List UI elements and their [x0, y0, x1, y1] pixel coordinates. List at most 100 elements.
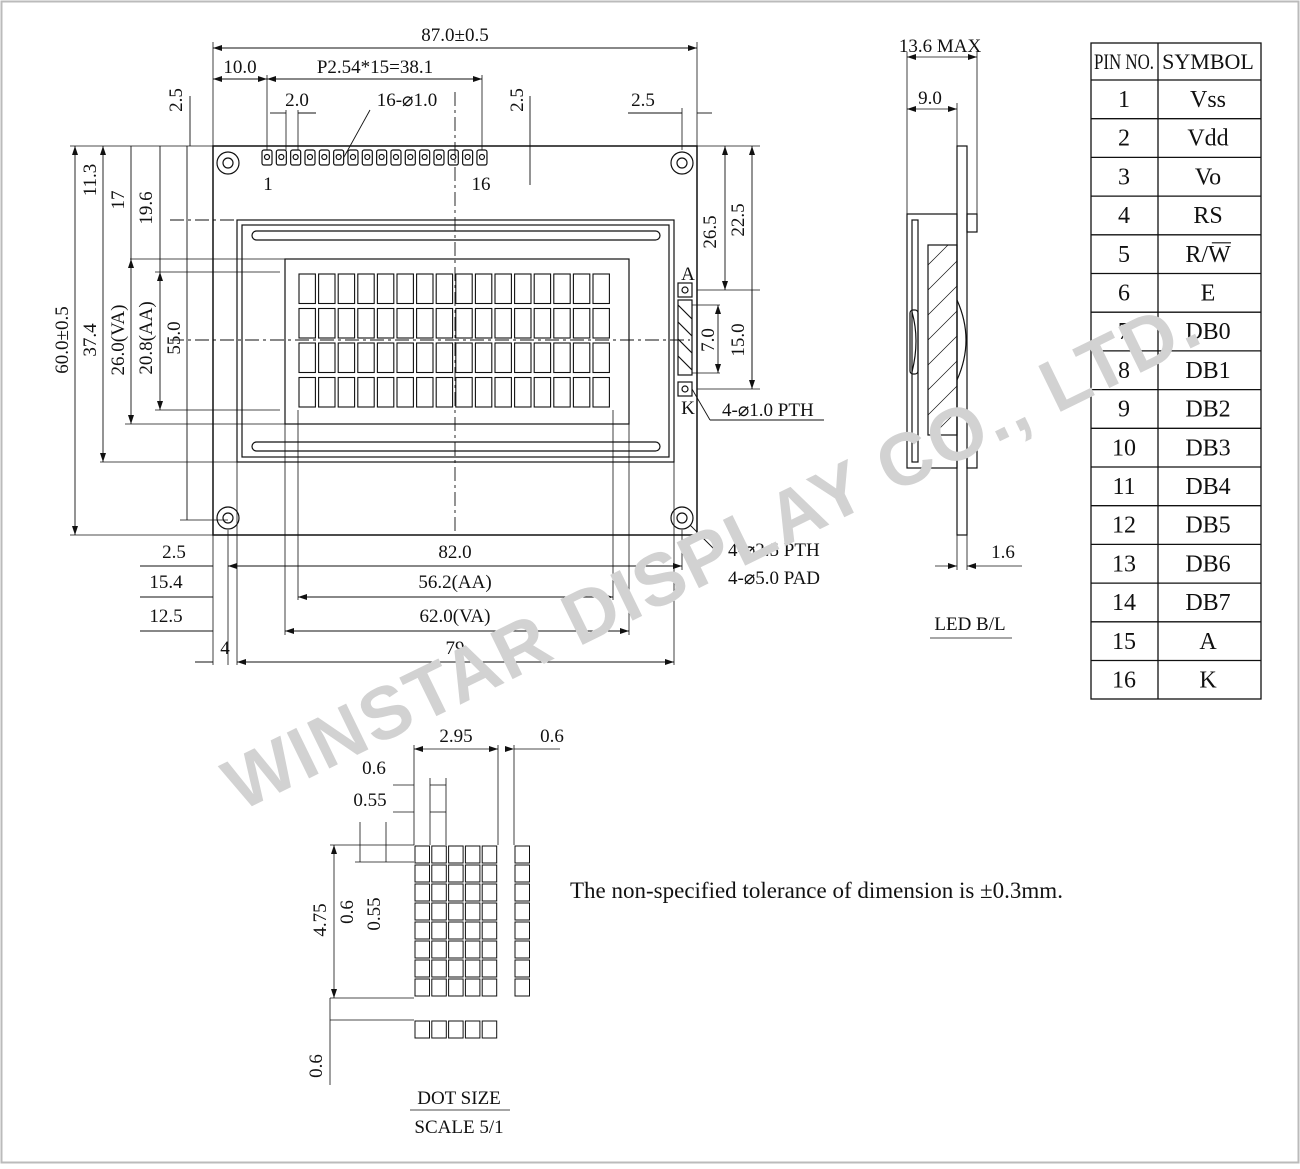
pin-symbol: DB6 [1185, 551, 1230, 577]
cursor-gap-label: 0.6 [306, 1054, 327, 1078]
overall-height-label: 60.0±0.5 [52, 306, 73, 373]
dot [514, 902, 530, 921]
character-cell [514, 376, 532, 408]
pin-number: 12 [1112, 513, 1136, 539]
front-view [70, 42, 824, 665]
pin-hole [278, 153, 285, 161]
dot-pitch-x-label: 0.6 [362, 758, 386, 779]
dot [431, 883, 447, 902]
pin-number: 13 [1112, 551, 1136, 577]
pin-hole [292, 153, 299, 161]
dot [514, 940, 530, 959]
pin-header [261, 149, 488, 166]
dot [414, 845, 430, 864]
dot [514, 959, 530, 978]
character-cell [396, 376, 414, 408]
dot [514, 883, 530, 902]
pcb-thickness-label: 1.6 [991, 542, 1015, 563]
dot [448, 864, 464, 883]
character-grid [298, 273, 610, 408]
dot [414, 921, 430, 940]
pin-number: 5 [1118, 242, 1130, 268]
pin-symbol: DB1 [1185, 358, 1230, 384]
character-cell [396, 273, 414, 305]
viewing-area [284, 258, 630, 425]
dot-size-title: DOT SIZE [417, 1088, 501, 1109]
character-cell [337, 376, 356, 408]
character-cell [416, 376, 434, 408]
pin-pad [390, 149, 402, 166]
side-lens [911, 311, 917, 373]
pin-number: 16 [1112, 668, 1136, 694]
pin-symbol: E [1201, 281, 1216, 307]
character-cell [435, 342, 454, 374]
pin-hole [306, 153, 314, 161]
pin-number: 7 [1118, 319, 1130, 345]
character-cell [592, 342, 610, 374]
pin-symbol: DB3 [1185, 435, 1230, 461]
dot [464, 959, 481, 978]
dot-pitch-y-label: 0.6 [337, 900, 358, 924]
led-k-label: K [681, 398, 695, 419]
character-cell [357, 342, 375, 374]
side-hatch [927, 244, 958, 436]
bezel-inner-outline [241, 224, 670, 458]
char-height-label: 4.75 [310, 903, 331, 936]
pad-offset-label: 2.0 [285, 90, 309, 111]
character-cell [474, 376, 493, 408]
front-view-labels: 87.0±0.5 10.0 P2.54*15=38.1 2.0 16-⌀1.0 … [52, 25, 820, 659]
dot [464, 902, 481, 921]
pin-pad [462, 149, 474, 166]
overall-width-label: 87.0±0.5 [421, 25, 488, 46]
dot [514, 978, 530, 997]
pin-symbol: K [1199, 668, 1217, 694]
character-cell [357, 376, 375, 408]
pin-symbol: A [1199, 629, 1217, 655]
dot-detail [329, 745, 560, 1111]
pin-pad [275, 149, 287, 166]
character-cell [337, 342, 356, 374]
character-cell [376, 273, 395, 305]
character-cell [514, 273, 532, 305]
dot [481, 864, 498, 883]
pin-symbol: Vss [1190, 87, 1226, 113]
character-cell [396, 342, 414, 374]
dim-22-5-label: 22.5 [728, 203, 749, 236]
dot-size-y-label: 0.55 [364, 897, 385, 930]
dot [431, 921, 447, 940]
dot [464, 978, 481, 997]
side-view-labels: 13.6 MAX 9.0 1.6 LED B/L [899, 36, 1015, 635]
character-cell [455, 342, 473, 374]
character-cell [357, 307, 375, 339]
character-cell [435, 376, 454, 408]
extension-lines [70, 42, 760, 665]
pin-hole [335, 153, 342, 161]
dot [448, 959, 464, 978]
dim-37-4-label: 37.4 [80, 323, 101, 357]
character-cell [514, 307, 532, 339]
dot [431, 940, 447, 959]
dot [481, 845, 498, 864]
dot [448, 902, 464, 921]
dot [514, 864, 530, 883]
dot [431, 959, 447, 978]
pin-symbol: DB4 [1185, 474, 1230, 500]
character-cell [553, 273, 571, 305]
dot-scale-label: SCALE 5/1 [414, 1117, 503, 1138]
pin-symbol: Vdd [1187, 126, 1228, 152]
character-cell [416, 273, 434, 305]
side-connector-top [966, 213, 978, 233]
character-cell [416, 342, 434, 374]
character-cell [357, 273, 375, 305]
dot [464, 864, 481, 883]
char-gap-label: 0.6 [540, 726, 564, 747]
pin-symbol: DB7 [1185, 590, 1230, 616]
pin-hole [450, 153, 457, 161]
dot-detail-labels: 2.95 0.6 0.6 0.55 4.75 0.6 0.55 0.6 DOT … [306, 726, 564, 1138]
dimension-lines [74, 47, 824, 663]
dot [414, 902, 430, 921]
pin-pad [404, 149, 416, 166]
character-cell [592, 307, 610, 339]
dim-4-label: 4 [220, 638, 230, 659]
